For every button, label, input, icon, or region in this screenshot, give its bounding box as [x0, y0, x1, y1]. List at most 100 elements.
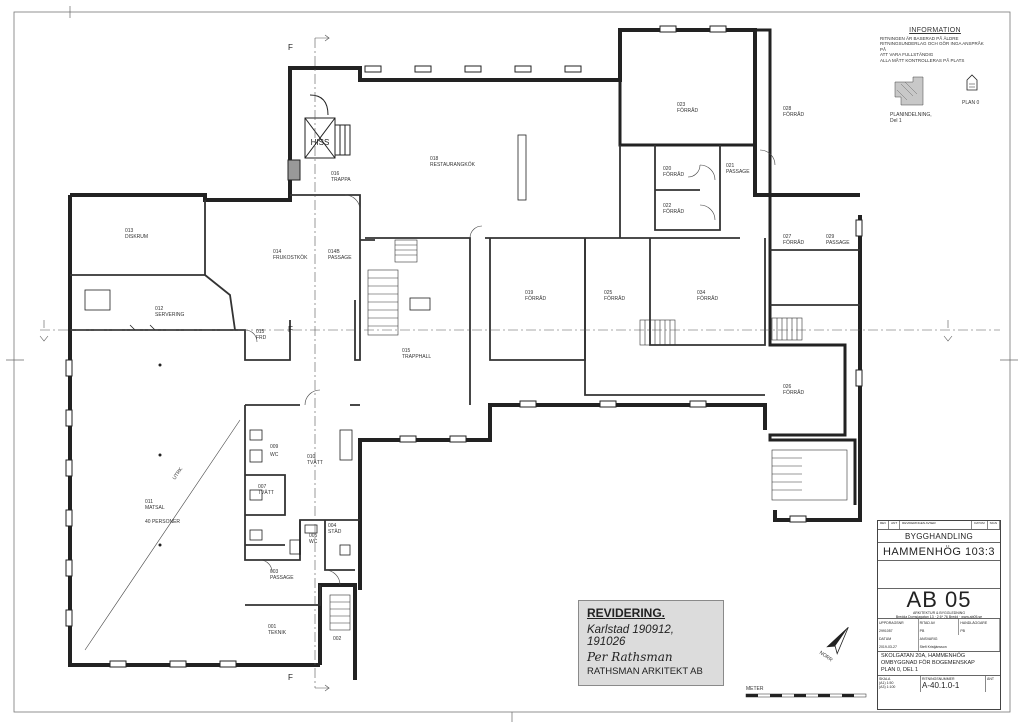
drawing-number-cell: RITNINGSNUMMER A-40.1.0-1 — [921, 676, 985, 692]
plan-label: PLAN 0 — [962, 100, 979, 106]
room-labels: 018 RESTAURANGKÖK 023 FÖRRÅD 028 FÖRRÅD … — [125, 102, 850, 642]
room-name: TRAPPA — [331, 177, 351, 183]
room-name: FÖRRÅD — [783, 111, 805, 118]
description-line: SKOLGATAN 20A, HAMMENHÖG — [881, 653, 966, 659]
meta-header: DATUM — [878, 635, 919, 643]
room-num: 019 — [525, 290, 534, 296]
rev-label: ÄNT — [987, 677, 994, 681]
room-name: FÖRRÅD — [663, 208, 685, 215]
rev-cell: ÄNT — [985, 676, 1000, 692]
information-title: INFORMATION — [909, 27, 961, 34]
room-name: FÖRRÅD — [783, 389, 805, 396]
room-num: 014 — [273, 249, 282, 255]
information-line: ALLA MÅTT KONTROLLERAS PÅ PLATS — [880, 57, 965, 63]
stair-text: UTRK — [172, 466, 185, 481]
room-num: 023 — [677, 102, 686, 108]
matsal-capacity: 40 PERSONER — [145, 519, 180, 525]
scale-label: METER — [746, 686, 764, 692]
scale-line: (A1) 1:50 — [879, 681, 894, 685]
revision-header-row: REV ANT REVIDERINGEN AVSER DATUM SIGN — [878, 521, 1000, 530]
fixtures — [84, 134, 527, 556]
room-num: 028 — [783, 106, 792, 112]
section-arrows — [39, 34, 1000, 692]
header-cell: REV — [878, 521, 890, 529]
revision-signature: Per Rathsman — [587, 650, 673, 664]
meta-value: 2019-03-27 — [878, 643, 919, 651]
information-box: INFORMATION RITNINGEN ÄR BASERAD PÅ ÄLDR… — [880, 27, 990, 64]
room-num: 015 — [402, 348, 411, 354]
scale-line: (A3) 1:100 — [879, 685, 896, 689]
information-line: RITNINGEN ÄR BASERAD PÅ ÄLDRE — [880, 35, 959, 41]
north-label: NORR — [818, 650, 834, 664]
title-block: REV ANT REVIDERINGEN AVSER DATUM SIGN BY… — [877, 520, 1001, 710]
revision-title: REVIDERING. — [587, 606, 666, 620]
doors — [244, 149, 776, 586]
room-name: FÖRRÅD — [663, 171, 685, 178]
firm-address: Bredda Domsjagatan 13 · 2 6* 76 Bredd · … — [895, 615, 983, 619]
room-num: 029 — [826, 234, 835, 240]
columns — [158, 363, 162, 547]
header-cell: ANT — [889, 521, 901, 529]
lift-label: HISS — [311, 138, 330, 147]
drawing-number-row: SKALA (A1) 1:50 (A3) 1:100 RITNINGSNUMME… — [878, 676, 1000, 692]
north-arrow: NORR — [818, 626, 849, 664]
header-cell: DATUM — [972, 521, 988, 529]
room-name: RESTAURANGKÖK — [430, 161, 476, 168]
elevator-core — [287, 94, 351, 181]
key-plan: PLANINDELNING, Del 1 PLAN 0 — [890, 74, 979, 124]
header-cell: SIGN — [988, 521, 1000, 529]
exterior-walls — [68, 28, 862, 680]
drawing-description: SKOLGATAN 20A, HAMMENHÖG OMBYGGNAD FÖR B… — [878, 652, 1000, 676]
room-num: 014B — [328, 249, 340, 255]
room-name: TVÄTT — [258, 489, 274, 496]
firm-block: AB 05 ARKITEKTUR & BYGGLEDNING Bredda Do… — [878, 589, 1000, 619]
meta-value: PB — [919, 627, 960, 635]
header-cell: REVIDERINGEN AVSER — [900, 521, 973, 529]
status-label: BYGGHANDLING — [878, 530, 1000, 543]
room-name: FRUKOSTKÖK — [273, 254, 308, 261]
information-line: RITNINGSUNDERLAG OCH GÖR INGA ANSPRÅK PÅ — [880, 41, 984, 52]
room-name: SERVERING — [155, 312, 184, 318]
room-name: MATSAL — [145, 505, 165, 511]
room-num: 002 — [333, 636, 342, 642]
meta-header: ANSVARIG — [919, 635, 1000, 643]
meta-value: Stefi Kristjánsson — [919, 643, 1000, 651]
revision-dates: Karlstad 190912, 191026 — [587, 624, 674, 648]
room-name: WC — [309, 539, 318, 545]
room-name: STÄD — [328, 528, 342, 535]
interior-walls — [70, 145, 860, 606]
room-num: 004 — [328, 523, 337, 529]
grid-markers — [6, 6, 1018, 722]
room-name: FÖRRÅD — [677, 107, 699, 114]
room-name: FÖRRÅD — [604, 295, 626, 302]
room-num: 020 — [663, 166, 672, 172]
description-line: OMBYGGNAD FÖR BOGEMENSKAP — [881, 660, 975, 666]
room-name: WC — [270, 452, 279, 458]
room-name: TVÄTT — [307, 459, 323, 466]
room-name: TRAPPHALL — [402, 354, 431, 360]
spacer — [878, 561, 1000, 589]
section-mark-mid: F — [288, 325, 293, 334]
windows — [65, 25, 863, 668]
revision-firm: RATHSMAN ARKITEKT AB — [587, 666, 703, 677]
room-num: 013 — [125, 228, 134, 234]
scale-line: SKALA — [879, 677, 891, 681]
room-name: PASSAGE — [328, 255, 352, 261]
meta-grid: UPPDRAGSNR RITAD AV HANDLÄGGARE 2991057 … — [878, 619, 1000, 652]
room-num: 005 — [309, 533, 318, 539]
drawing-number: A-40.1.0-1 — [922, 681, 960, 690]
property-label: HAMMENHÖG 103:3 — [878, 543, 1000, 561]
description-line: PLAN 0, DEL 1 — [881, 667, 919, 673]
meta-value: PB — [959, 627, 1000, 635]
room-num: 015 — [256, 329, 265, 335]
room-num: 025 — [604, 290, 613, 296]
room-name: PASSAGE — [270, 575, 294, 581]
stairs — [329, 239, 848, 631]
room-num: 021 — [726, 163, 735, 169]
room-name: PASSAGE — [726, 169, 750, 175]
revision-stamp: REVIDERING. Karlstad 190912, 191026 Per … — [578, 600, 724, 686]
room-num: 009 — [270, 444, 279, 450]
room-num: 010 — [307, 454, 316, 460]
room-num: 011 — [145, 499, 153, 505]
